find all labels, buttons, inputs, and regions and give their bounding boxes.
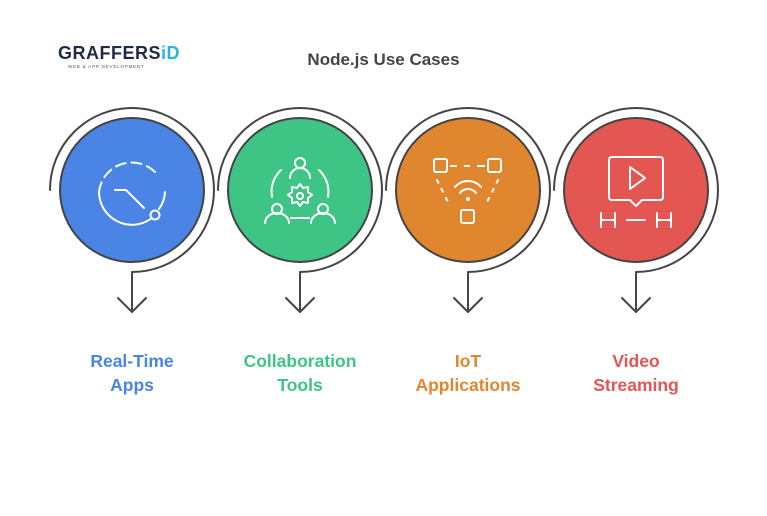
use-case-circle — [227, 117, 373, 263]
label-line1: IoT — [454, 351, 482, 371]
page-title: Node.js Use Cases — [307, 50, 460, 69]
video-play-icon — [600, 156, 672, 228]
connector-arrow — [385, 107, 551, 313]
connector-arrow — [553, 107, 719, 313]
logo-tagline: WEB & APP DEVELOPMENT — [68, 64, 145, 69]
label-line2: Streaming — [593, 375, 679, 395]
use-case-circle — [59, 117, 205, 263]
connector-arrow — [217, 107, 383, 313]
team-gear-icon — [264, 157, 336, 224]
use-case-label: IoT Applications — [388, 349, 548, 397]
label-line1: Collaboration — [243, 351, 357, 371]
connector-arrow — [49, 107, 215, 313]
iot-network-icon — [433, 158, 502, 224]
logo-accent: iD — [161, 43, 180, 63]
logo-name: GRAFFERS — [58, 43, 161, 63]
label-line2: Applications — [415, 375, 521, 395]
label-line1: Real-Time — [90, 351, 174, 371]
label-line2: Tools — [277, 375, 323, 395]
clock-icon — [98, 161, 166, 226]
logo: GRAFFERSiD WEB & APP DEVELOPMENT — [58, 43, 180, 69]
label-line2: Apps — [110, 375, 154, 395]
use-case-circle — [563, 117, 709, 263]
label-line1: Video — [612, 351, 660, 371]
